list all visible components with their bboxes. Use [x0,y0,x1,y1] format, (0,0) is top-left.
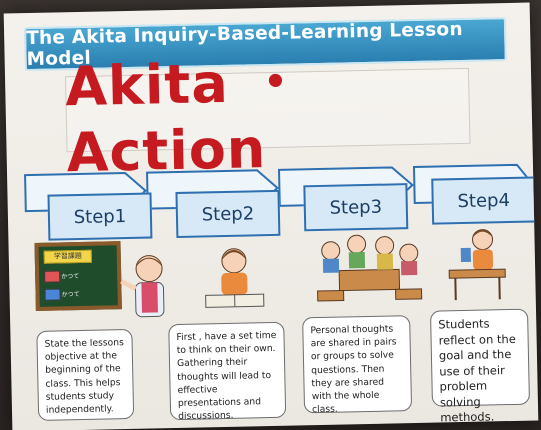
step-4-button: Step4 [431,176,537,225]
student-reflect-illustration [448,229,506,301]
board-tag: 学習課題 [43,249,92,264]
board-row-1: かつて [61,273,80,281]
teacher-illustration [120,255,165,318]
student-thinking-illustration [205,248,265,308]
step-1-label: Step1 [73,205,127,228]
group-discussion-illustration [317,234,423,302]
board-card-red [44,270,61,283]
board-row-2: かつて [61,291,80,299]
step-3-label: Step3 [329,196,383,219]
step-1-description: State the lessons objective at the begin… [36,328,135,421]
board-card-blue [44,288,61,301]
step-3-description: Personal thoughts are shared in pairs or… [302,315,413,415]
blackboard-illustration: 学習課題 かつて かつて [34,241,122,311]
step-2-label: Step2 [201,202,255,225]
step-2-description: First , have a set time to think on thei… [168,321,287,422]
step-4-label: Step4 [457,189,511,212]
step-3-button: Step3 [303,183,409,232]
step-2-button: Step2 [175,189,281,238]
projected-slide: The Akita Inquiry-Based-Learning Lesson … [3,2,539,430]
step-1-button: Step1 [47,192,153,241]
step-4-description: Students reflect on the goal and the use… [429,308,530,424]
